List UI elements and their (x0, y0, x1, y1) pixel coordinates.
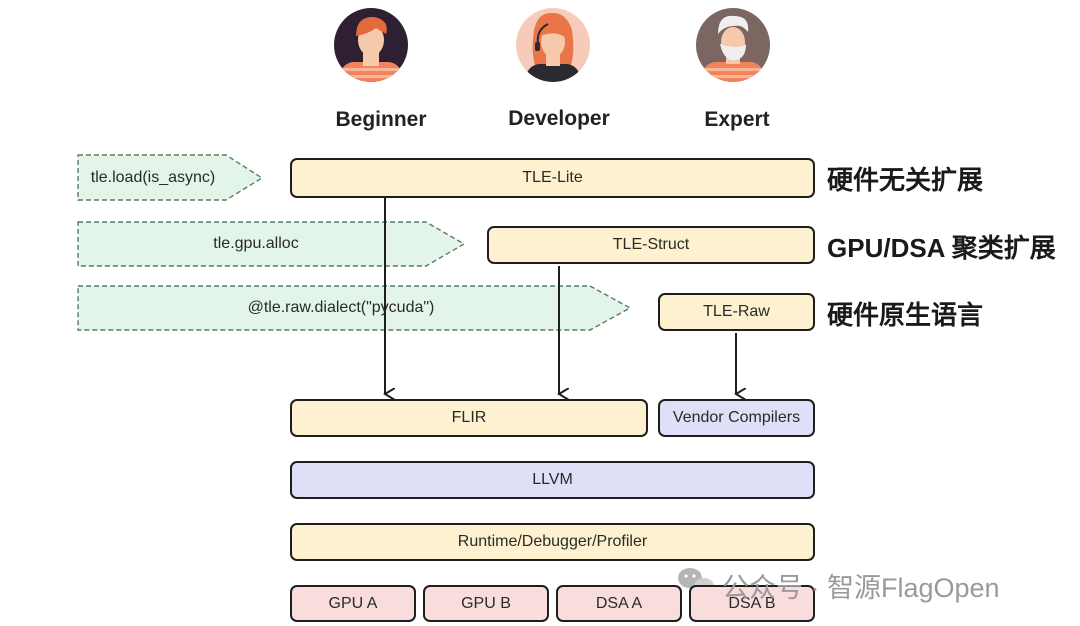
persona-beginner-label: Beginner (335, 108, 427, 131)
side-label-struct: GPU/DSA 聚类扩展 (827, 233, 1056, 263)
watermark-text: 公众号 · 智源FlagOpen (722, 573, 1000, 603)
target-dsa-b: DSA B (689, 585, 815, 622)
lite-api-example: tle.load(is_async) (90, 169, 216, 186)
raw-api-arrow-shape (77, 285, 632, 331)
side-label-raw: 硬件原生语言 (827, 300, 984, 330)
tle-struct-box: TLE-Struct (487, 226, 815, 264)
struct-api-arrow-shape (77, 221, 466, 267)
tle-raw-box: TLE-Raw (658, 293, 815, 331)
runtime-box: Runtime/Debugger/Profiler (290, 523, 815, 561)
target-gpu-b: GPU B (423, 585, 549, 622)
side-label-lite: 硬件无关扩展 (827, 165, 984, 195)
lite-api-arrow-shape (77, 154, 264, 201)
beginner-avatar-icon (334, 8, 408, 82)
persona-expert-label: Expert (704, 108, 770, 131)
raw-api-example: @tle.raw.dialect("pycuda") (247, 299, 435, 316)
target-dsa-a: DSA A (556, 585, 682, 622)
tle-lite-box: TLE-Lite (290, 158, 815, 198)
watermark: 公众号 · 智源FlagOpen (676, 566, 1000, 605)
vendor-compilers-box: Vendor Compilers (658, 399, 815, 437)
flir-box: FLIR (290, 399, 648, 437)
persona-developer-label: Developer (508, 107, 610, 130)
developer-avatar-icon (516, 8, 590, 82)
target-gpu-a: GPU A (290, 585, 416, 622)
expert-avatar-icon (696, 8, 770, 82)
llvm-box: LLVM (290, 461, 815, 499)
struct-api-example: tle.gpu.alloc (213, 235, 299, 252)
